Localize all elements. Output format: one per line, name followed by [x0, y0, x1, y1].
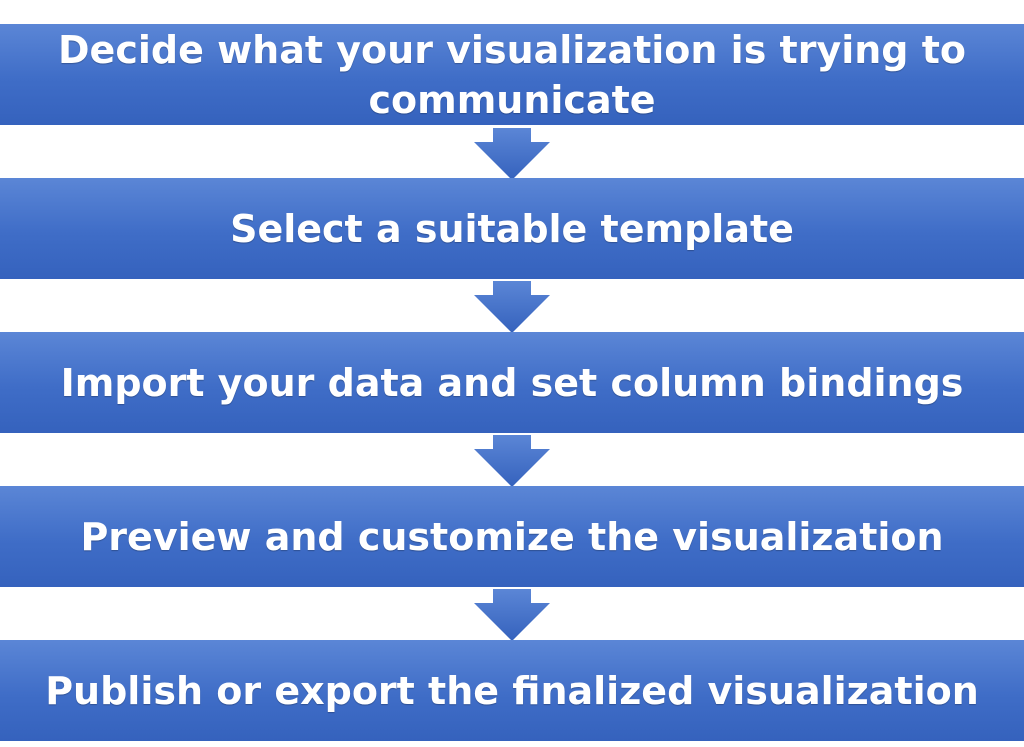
- step-2-box: Select a suitable template: [0, 178, 1024, 279]
- down-arrow-icon: [474, 128, 550, 180]
- down-arrow-icon: [474, 589, 550, 641]
- step-4-label: Preview and customize the visualization: [80, 514, 944, 559]
- step-4-box: Preview and customize the visualization: [0, 486, 1024, 587]
- step-3-label: Import your data and set column bindings: [60, 360, 964, 405]
- step-1-label: Decide what your visualization is trying…: [58, 27, 966, 122]
- step-3-box: Import your data and set column bindings: [0, 332, 1024, 433]
- down-arrow-icon: [474, 435, 550, 487]
- down-arrow-icon: [474, 281, 550, 333]
- step-5-box: Publish or export the finalized visualiz…: [0, 640, 1024, 741]
- step-2-label: Select a suitable template: [230, 206, 794, 251]
- step-5-label: Publish or export the finalized visualiz…: [45, 668, 979, 713]
- step-1-box: Decide what your visualization is trying…: [0, 24, 1024, 125]
